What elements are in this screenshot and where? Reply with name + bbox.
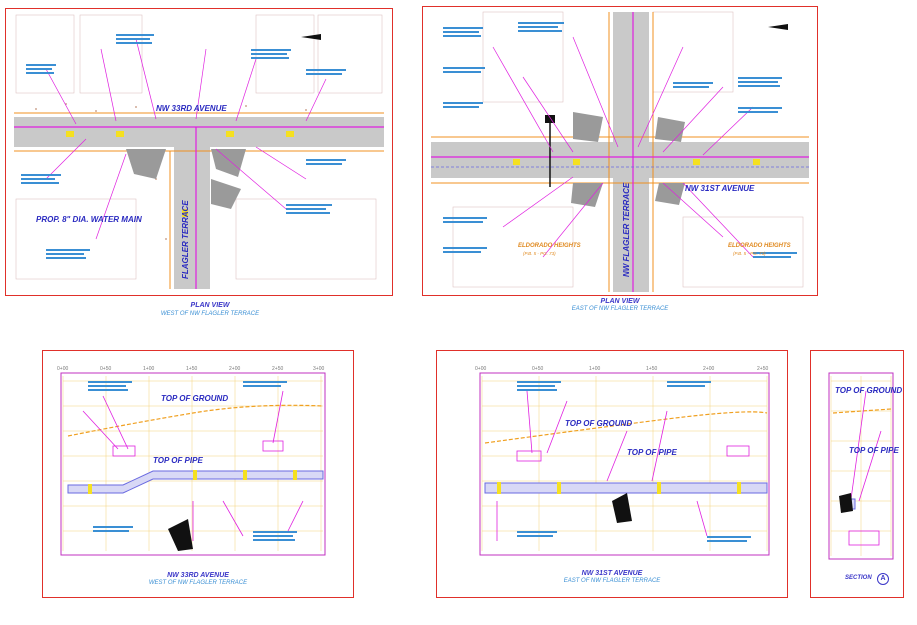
black-marker-icon [545,115,555,123]
profile-west-subtitle: WEST OF NW FLAGLER TERRACE [148,580,248,586]
subdivision-label-1: ELDORADO HEIGHTS [518,243,581,249]
detail-tag-icon [612,493,632,523]
station-label: 1+50 [646,366,657,372]
profile-west-panel: 0+00 0+50 1+00 1+50 2+00 2+50 3+00 [42,350,354,598]
detail-tag-icon [168,519,193,551]
water-main-callout: PROP. 8" DIA. WATER MAIN [36,215,142,224]
station-label: 1+00 [589,366,600,372]
top-of-ground-label: TOP OF GROUND [565,419,632,428]
subdivision-ref-1: (P.B. 5 - PG. 73) [523,251,556,256]
north-arrow-icon [301,34,321,40]
top-of-ground-label: TOP OF GROUND [835,386,902,395]
road-flagler-terrace [174,139,210,289]
profile-west-drawing: 0+00 0+50 1+00 1+50 2+00 2+50 3+00 [57,366,326,556]
ground-profile-line [832,408,892,414]
section-title: SECTION [845,575,872,581]
street-label-nw-31st-avenue: NW 31ST AVENUE [685,184,755,193]
top-of-pipe-label: TOP OF PIPE [153,456,203,465]
station-label: 0+00 [57,366,68,372]
section-badge: A [877,573,889,585]
top-of-ground-label: TOP OF GROUND [161,394,228,403]
ground-profile-line [484,411,768,444]
road-nw-flagler-terrace [613,12,649,292]
profile-east-title: NW 31ST AVENUE [581,570,643,577]
plan-view-east-drawing: NW 31ST AVENUE NW FLAGLER TERRACE ELDORA… [431,11,809,292]
station-label: 3+00 [313,366,324,372]
profile-east-subtitle: EAST OF NW FLAGLER TERRACE [563,578,661,584]
station-label: 1+00 [143,366,154,372]
plan-west-title-label: PLAN VIEW [190,302,230,309]
station-label: 0+50 [100,366,111,372]
station-label: 2+00 [703,366,714,372]
station-label: 2+50 [272,366,283,372]
top-of-pipe-label: TOP OF PIPE [627,448,677,457]
subdivision-ref-2: (P.B. 5 - PG. 73) [733,251,766,256]
plan-east-title: PLAN VIEW [600,298,640,305]
ground-profile-line [67,404,324,437]
plan-view-west-panel: NW 33RD AVENUE FLAGLER TERRACE PROP. 8" … [5,8,393,312]
street-label-nw-33rd-avenue: NW 33RD AVENUE [156,104,227,113]
section-panel: TOP OF GROUND TOP OF PIPE SECTION A [810,350,904,598]
station-label: 2+50 [757,366,768,372]
plan-view-west-drawing: NW 33RD AVENUE FLAGLER TERRACE PROP. 8" … [14,14,384,312]
pipe-profile [484,482,768,494]
profile-west-title: NW 33RD AVENUE [167,572,229,579]
subdivision-label-2: ELDORADO HEIGHTS [728,243,791,249]
north-arrow-icon [768,24,788,30]
profile-east-panel: 0+00 0+50 1+00 1+50 2+00 2+50 TOP OF GRO… [436,350,788,598]
station-label: 2+00 [229,366,240,372]
section-drawing: TOP OF GROUND TOP OF PIPE [828,372,902,560]
plan-view-east-panel: NW 31ST AVENUE NW FLAGLER TERRACE ELDORA… [422,6,818,296]
plan-east-subtitle: EAST OF NW FLAGLER TERRACE [571,306,669,312]
street-label-flagler-terrace: FLAGLER TERRACE [181,200,190,279]
pipe-profile [67,470,324,494]
street-label-nw-flagler-terrace: NW FLAGLER TERRACE [622,182,631,277]
profile-east-drawing: 0+00 0+50 1+00 1+50 2+00 2+50 TOP OF GRO… [475,366,770,556]
station-label: 1+50 [186,366,197,372]
top-of-pipe-label: TOP OF PIPE [849,446,899,455]
station-label: 0+50 [532,366,543,372]
station-label: 0+00 [475,366,486,372]
plan-west-subtitle: WEST OF NW FLAGLER TERRACE [160,311,260,317]
detail-tag-icon [839,493,853,513]
